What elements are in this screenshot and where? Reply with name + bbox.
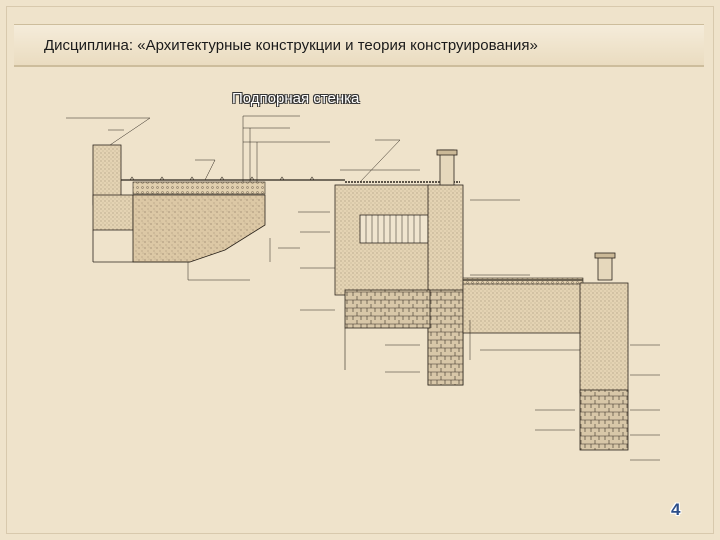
dimension-marks — [108, 129, 530, 276]
ground-line — [121, 176, 460, 183]
header-title: Дисциплина: «Архитектурные конструкции и… — [44, 37, 538, 54]
drawing-title: Подпорная стенка — [232, 90, 360, 107]
page-number: 4 — [671, 500, 681, 519]
header-band — [14, 24, 704, 67]
central-wall — [334, 149, 464, 386]
annotation-leaders — [66, 115, 660, 461]
right-wall — [462, 252, 629, 451]
left-wall — [92, 144, 266, 263]
